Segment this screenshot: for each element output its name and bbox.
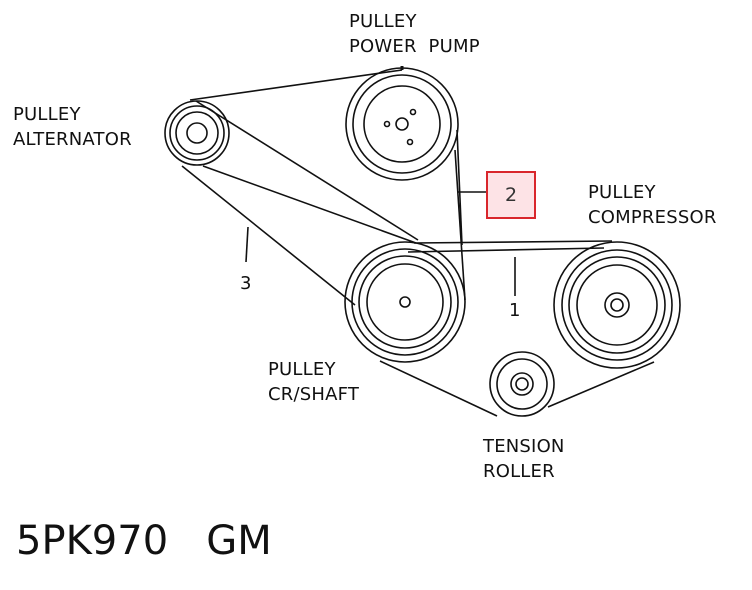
belt-3-number: 3 (240, 273, 252, 294)
crankshaft-label: PULLEY CR/SHAFT (268, 357, 359, 407)
belt-2 (454, 129, 488, 301)
alternator-label-line2: ALTERNATOR (13, 129, 132, 150)
crankshaft-pulley (344, 241, 466, 363)
tension-roller-label: TENSION ROLLER (483, 434, 565, 484)
alternator-label-line1: PULLEY (13, 104, 81, 125)
power-pump-pulley (345, 66, 459, 181)
crankshaft-label-line2: CR/SHAFT (268, 384, 360, 405)
power-pump-label-line2: POWER PUMP (349, 36, 480, 57)
power-pump-label-line1: PULLEY (349, 11, 417, 32)
belt-2-number: 2 (504, 184, 518, 206)
part-code: 5PK970 GM (16, 518, 272, 564)
belt-3 (181, 69, 419, 306)
belt-2-callout[interactable]: 2 (486, 171, 536, 219)
belt-1-number: 1 (509, 300, 521, 321)
compressor-label: PULLEY COMPRESSOR (588, 180, 717, 230)
alternator-pulley (164, 100, 230, 166)
alternator-label: PULLEY ALTERNATOR (13, 102, 132, 152)
compressor-label-line2: COMPRESSOR (588, 207, 717, 228)
tension-roller-label-line1: TENSION (483, 436, 565, 457)
belt-1 (379, 240, 655, 417)
crankshaft-label-line1: PULLEY (268, 359, 336, 380)
compressor-label-line1: PULLEY (588, 182, 656, 203)
power-pump-label: PULLEY POWER PUMP (349, 9, 480, 59)
tension-roller-label-line2: ROLLER (483, 461, 555, 482)
tension-roller (489, 351, 555, 417)
compressor-pulley (553, 241, 681, 369)
